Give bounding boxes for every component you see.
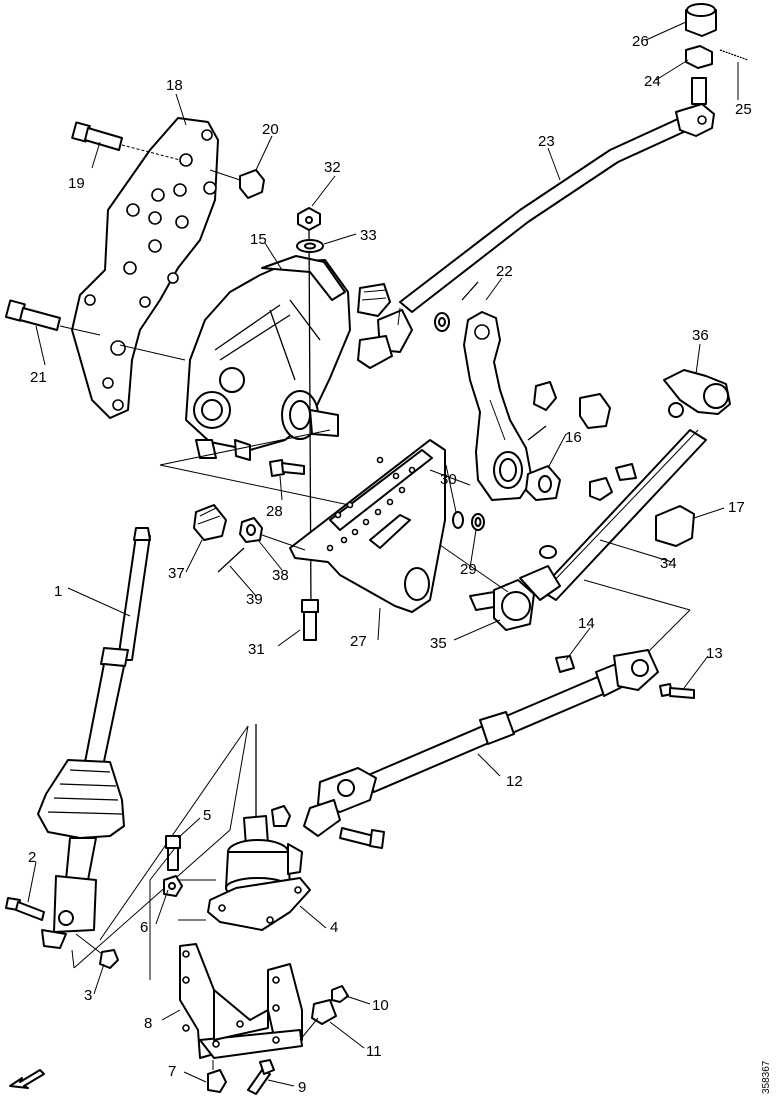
- bracket-bolt-9: [247, 1059, 275, 1095]
- shaft-nut-upper: [555, 655, 575, 673]
- callout-23: 23: [538, 133, 555, 150]
- gear-bolt: [269, 459, 305, 477]
- callout-12: 12: [506, 773, 523, 790]
- gearbox-bracket: [179, 943, 303, 1070]
- callout-17: 17: [728, 499, 745, 516]
- callout-14: 14: [578, 615, 595, 632]
- pitman-clamp: [357, 283, 450, 369]
- callout-6: 6: [140, 919, 148, 936]
- callout-18: 18: [166, 77, 183, 94]
- steering-column: [37, 527, 151, 949]
- callout-30: 30: [440, 471, 457, 488]
- callout-21: 21: [30, 369, 47, 386]
- callout-25: 25: [735, 101, 752, 118]
- callout-5: 5: [203, 807, 211, 824]
- bracket-washers: [452, 511, 485, 531]
- mounting-bracket: [289, 439, 471, 613]
- callout-labels: 1 2 3 4 5 6 7 8 9 10 11 12 13 14 15 16 1…: [28, 33, 752, 1096]
- callout-8: 8: [144, 1015, 152, 1032]
- column-nut: [75, 933, 119, 969]
- bracket-bushing: [299, 999, 337, 1041]
- drag-link-cotter-pin: [719, 49, 749, 61]
- bushing-left: [193, 504, 227, 541]
- shaft-bolt-lower: [339, 827, 385, 849]
- drag-link-cap: [685, 3, 717, 37]
- callout-35: 35: [430, 635, 447, 652]
- tie-rod-nut: [615, 463, 637, 481]
- angle-gearbox: [207, 724, 311, 931]
- leader-lines: [27, 21, 739, 1087]
- callout-13: 13: [706, 645, 723, 662]
- drag-link-castle-nut: [685, 45, 713, 69]
- cotter-pin-upper: [461, 281, 479, 301]
- callout-28: 28: [266, 503, 283, 520]
- callout-33: 33: [360, 227, 377, 244]
- callout-1: 1: [54, 583, 62, 600]
- callout-37: 37: [168, 565, 185, 582]
- callout-9: 9: [298, 1079, 306, 1096]
- direction-arrow-icon: [9, 1069, 45, 1089]
- pitman-arm: [463, 311, 533, 501]
- nut-left: [239, 517, 263, 543]
- pitman-hardware: [525, 381, 613, 501]
- gearbox-washer: [163, 875, 183, 897]
- intermediate-shaft: [303, 649, 659, 837]
- callout-32: 32: [324, 159, 341, 176]
- frame-bracket: [71, 117, 219, 419]
- callout-7: 7: [168, 1063, 176, 1080]
- shaft-bolt-upper: [659, 683, 695, 699]
- callout-24: 24: [644, 73, 661, 90]
- callout-26: 26: [632, 33, 649, 50]
- bracket-bolt-upper: [71, 121, 181, 161]
- tie-rod: [439, 369, 731, 631]
- callout-10: 10: [372, 997, 389, 1014]
- drag-link: [397, 77, 715, 326]
- bracket-nut-10: [331, 985, 349, 1003]
- callout-39: 39: [246, 591, 263, 608]
- callout-16: 16: [565, 429, 582, 446]
- callout-29: 29: [460, 561, 477, 578]
- callout-38: 38: [272, 567, 289, 584]
- bracket-nut: [209, 169, 265, 199]
- tie-rod-cap: [655, 505, 695, 547]
- bracket-bolt-7: [207, 1069, 227, 1093]
- callout-31: 31: [248, 641, 265, 658]
- callout-4: 4: [330, 919, 338, 936]
- callout-20: 20: [262, 121, 279, 138]
- callout-15: 15: [250, 231, 267, 248]
- shaft-nut-lower: [271, 805, 291, 827]
- column-bolt: [5, 897, 45, 921]
- callout-19: 19: [68, 175, 85, 192]
- callout-3: 3: [84, 987, 92, 1004]
- callout-36: 36: [692, 327, 709, 344]
- callout-22: 22: [496, 263, 513, 280]
- document-number: 358367: [761, 1060, 772, 1094]
- callout-2: 2: [28, 849, 36, 866]
- gearbox-bolt: [165, 835, 181, 871]
- cotter-pin-left: [217, 534, 306, 573]
- callout-34: 34: [660, 555, 677, 572]
- callout-11: 11: [366, 1043, 382, 1060]
- bracket-bolt-lower: [4, 299, 101, 336]
- callout-27: 27: [350, 633, 367, 650]
